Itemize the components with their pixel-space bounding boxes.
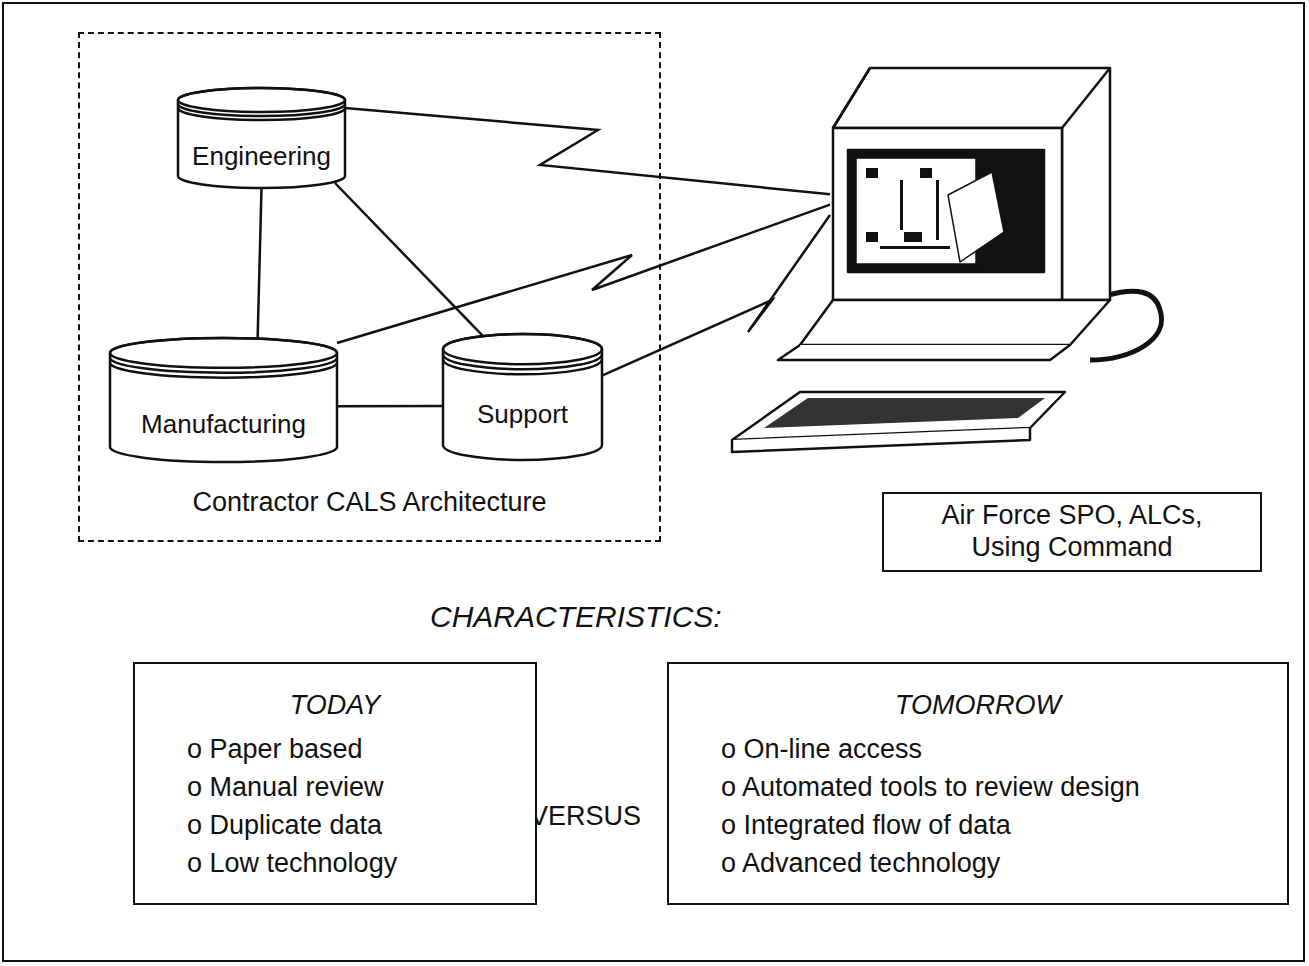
node-label: Manufacturing <box>135 409 312 440</box>
database-cylinder: Support <box>443 334 602 460</box>
section-heading: CHARACTERISTICS: <box>430 600 722 634</box>
database-cylinder: Engineering <box>178 88 345 188</box>
database-cylinder: Manufacturing <box>110 338 337 462</box>
characteristics-box: TOMORROW o On-line accesso Automated tool… <box>667 662 1289 905</box>
bullet-item: o On-line access <box>721 730 1267 768</box>
node-label: Engineering <box>186 141 337 172</box>
data-link <box>337 405 443 408</box>
cylinder-outline <box>110 338 337 462</box>
data-link <box>258 188 262 342</box>
bullet-item: o Manual review <box>187 768 515 806</box>
data-link <box>335 183 486 339</box>
versus-label: VERSUS <box>530 801 641 832</box>
box-heading: TOMORROW <box>689 686 1267 724</box>
node-label: Contractor CALS Architecture <box>80 487 659 518</box>
user-workstation: Air Force SPO, ALCs, Using Command <box>830 65 1264 582</box>
architecture-boundary: Contractor CALS Architecture EngineeringM… <box>78 32 661 542</box>
cylinder-outline <box>443 334 602 460</box>
bullet-item: o Paper based <box>187 730 515 768</box>
data-link <box>345 108 830 194</box>
bullet-item: o Low technology <box>187 844 515 882</box>
bullet-item: o Advanced technology <box>721 844 1267 882</box>
cylinder-outline <box>178 88 345 188</box>
box-heading: TODAY <box>155 686 515 724</box>
bullet-item: o Integrated flow of data <box>721 806 1267 844</box>
node-label: Air Force SPO, ALCs, Using Command <box>882 492 1262 572</box>
bullet-item: o Automated tools to review design <box>721 768 1267 806</box>
bullet-item: o Duplicate data <box>187 806 515 844</box>
node-label: Support <box>471 399 574 430</box>
characteristics-box: TODAY o Paper basedo Manual reviewo Dupli… <box>133 662 537 905</box>
